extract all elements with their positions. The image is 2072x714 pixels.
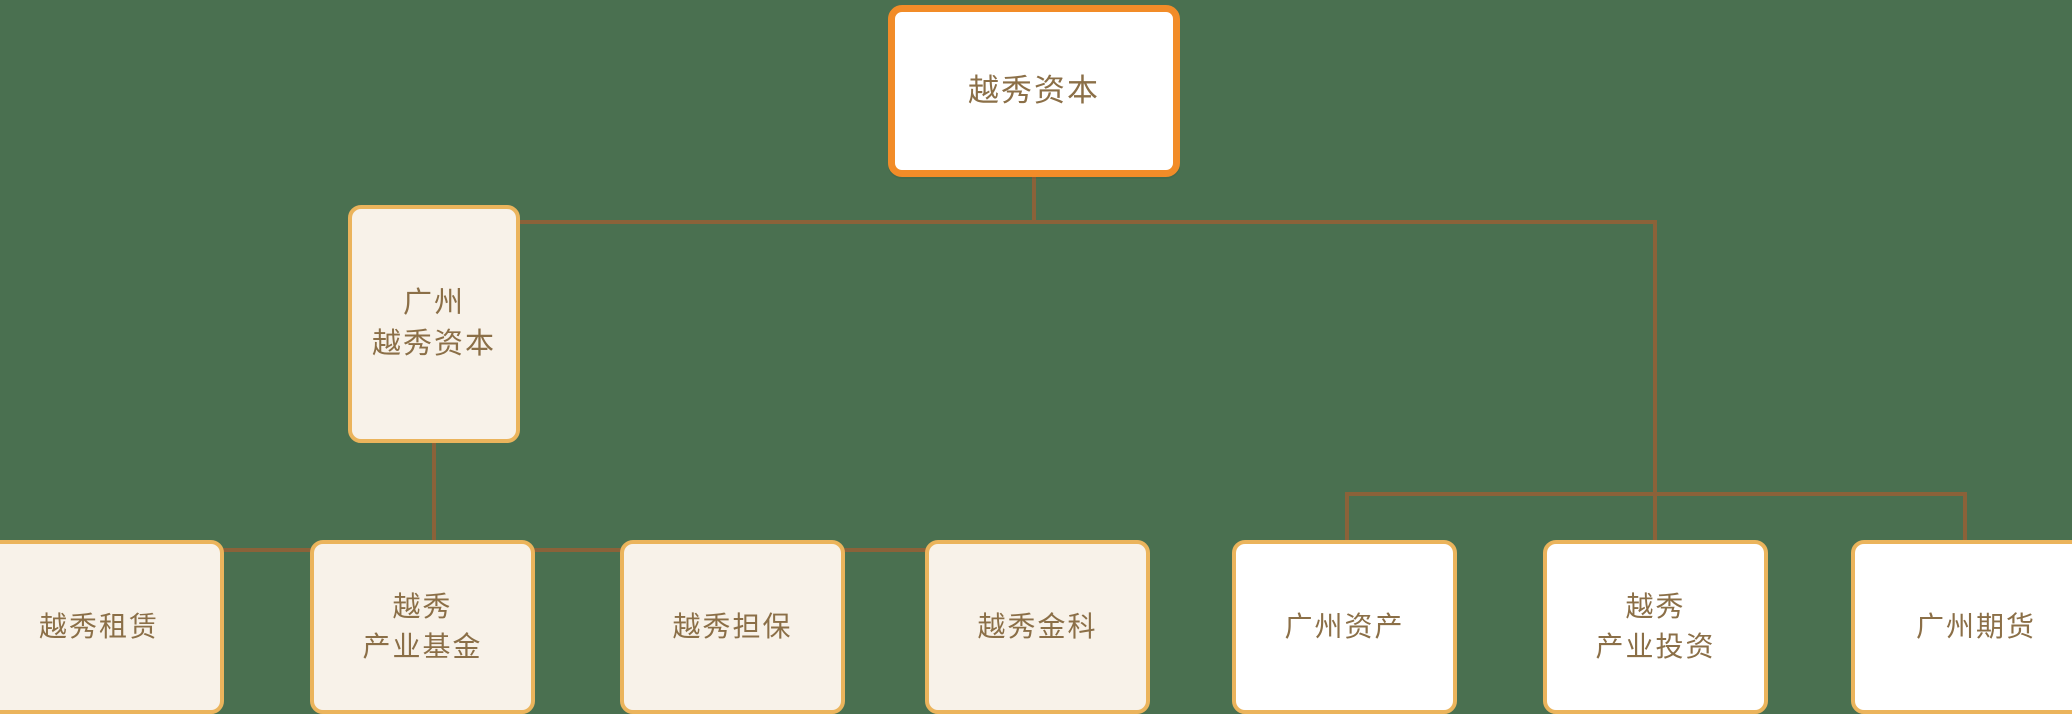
connector-left-bus (113, 548, 1039, 552)
node-leaf-label: 广州期货 (1915, 611, 2036, 643)
node-leaf-label: 越秀金科 (977, 611, 1098, 643)
node-leaf-label: 越秀租赁 (38, 611, 159, 643)
connector-top-bus-right-drop (1653, 220, 1657, 544)
node-leaf-yuexiu-industrial-investment[interactable]: 越秀 产业投资 (1543, 540, 1768, 714)
node-branch-label: 广州 越秀资本 (371, 286, 496, 360)
connector-right-drop-1 (1345, 492, 1349, 568)
node-leaf-yuexiu-industrial-fund[interactable]: 越秀 产业基金 (310, 540, 535, 714)
node-branch-guangzhou-yuexiu-capital[interactable]: 广州 越秀资本 (348, 205, 520, 443)
node-leaf-yuexiu-guarantee[interactable]: 越秀担保 (620, 540, 845, 714)
node-leaf-label: 越秀担保 (672, 611, 793, 643)
connector-branch-stem (432, 443, 436, 550)
node-root[interactable]: 越秀资本 (888, 5, 1180, 177)
connector-right-drop-3 (1963, 492, 1967, 568)
node-leaf-guangzhou-futures[interactable]: 广州期货 (1851, 540, 2072, 714)
node-leaf-yuexiu-leasing[interactable]: 越秀租赁 (0, 540, 224, 714)
node-root-label: 越秀资本 (968, 72, 1100, 108)
connector-right-bus (1345, 492, 1965, 496)
node-leaf-label: 越秀 产业投资 (1595, 591, 1716, 662)
node-leaf-yuexiu-fintech[interactable]: 越秀金科 (925, 540, 1150, 714)
node-leaf-label: 广州资产 (1284, 611, 1405, 643)
connector-root-stem (1032, 177, 1036, 222)
connector-top-bus (432, 220, 1657, 224)
node-leaf-guangzhou-assets[interactable]: 广州资产 (1232, 540, 1457, 714)
node-leaf-label: 越秀 产业基金 (362, 591, 483, 662)
